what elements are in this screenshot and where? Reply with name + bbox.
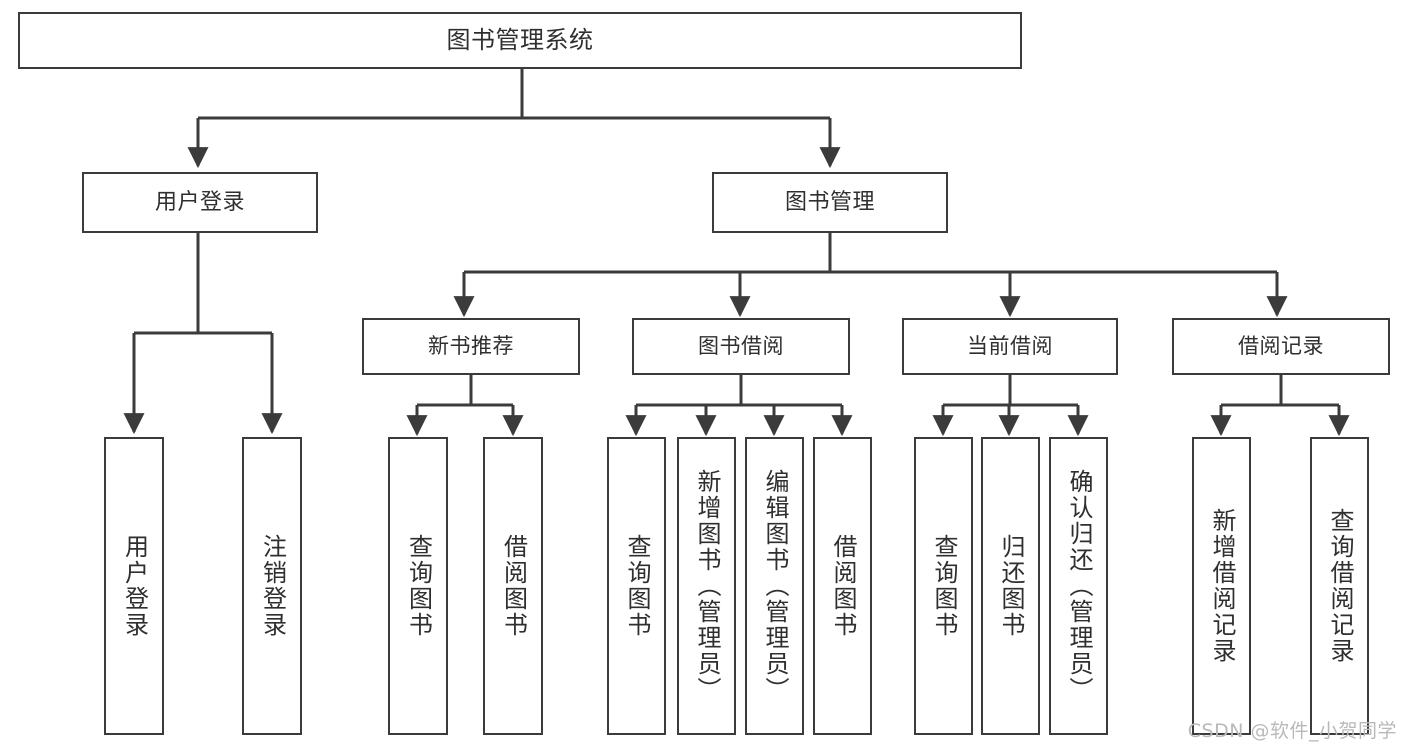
node-leaf-borrow-book-1[interactable]: 借阅图书 xyxy=(483,437,543,735)
node-label: 查询图书 xyxy=(404,534,433,638)
node-leaf-logout-login[interactable]: 注销登录 xyxy=(242,437,302,735)
node-label: 新增图书（管理员） xyxy=(692,469,721,703)
node-label: 查询借阅记录 xyxy=(1325,508,1354,664)
node-leaf-edit-book-admin[interactable]: 编辑图书（管理员） xyxy=(745,437,804,735)
node-leaf-query-borrow-record[interactable]: 查询借阅记录 xyxy=(1310,437,1369,735)
node-label: 图书管理 xyxy=(784,189,875,215)
node-borrow-record[interactable]: 借阅记录 xyxy=(1172,318,1390,375)
node-label: 图书借阅 xyxy=(698,334,784,359)
node-label: 编辑图书（管理员） xyxy=(760,469,789,703)
node-leaf-add-book-admin[interactable]: 新增图书（管理员） xyxy=(677,437,736,735)
node-leaf-add-borrow-record[interactable]: 新增借阅记录 xyxy=(1192,437,1251,735)
node-label: 用户登录 xyxy=(154,189,245,215)
node-leaf-query-book-1[interactable]: 查询图书 xyxy=(388,437,448,735)
node-label: 确认归还（管理员） xyxy=(1064,469,1093,703)
node-new-book-recommend[interactable]: 新书推荐 xyxy=(362,318,580,375)
node-leaf-confirm-return-admin[interactable]: 确认归还（管理员） xyxy=(1049,437,1108,735)
node-leaf-user-login[interactable]: 用户登录 xyxy=(104,437,164,735)
node-label: 新增借阅记录 xyxy=(1207,508,1236,664)
node-label: 当前借阅 xyxy=(967,334,1053,359)
node-root-system[interactable]: 图书管理系统 xyxy=(18,12,1022,69)
node-leaf-query-book-2[interactable]: 查询图书 xyxy=(607,437,666,735)
csdn-watermark: CSDN @软件_小贺同学 xyxy=(1187,720,1397,742)
node-label: 借阅图书 xyxy=(828,534,857,638)
node-label: 借阅图书 xyxy=(499,534,528,638)
node-book-borrow[interactable]: 图书借阅 xyxy=(632,318,850,375)
node-label: 查询图书 xyxy=(929,534,958,638)
node-leaf-query-book-3[interactable]: 查询图书 xyxy=(914,437,973,735)
node-label: 用户登录 xyxy=(120,534,149,638)
node-label: 查询图书 xyxy=(622,534,651,638)
node-leaf-return-book[interactable]: 归还图书 xyxy=(981,437,1040,735)
node-label: 图书管理系统 xyxy=(446,25,594,54)
node-label: 新书推荐 xyxy=(428,334,514,359)
node-label: 注销登录 xyxy=(258,534,287,638)
node-label: 借阅记录 xyxy=(1238,334,1324,359)
node-label: 归还图书 xyxy=(996,534,1025,638)
node-leaf-borrow-book-2[interactable]: 借阅图书 xyxy=(813,437,872,735)
node-book-management[interactable]: 图书管理 xyxy=(712,172,948,233)
node-current-borrow[interactable]: 当前借阅 xyxy=(902,318,1118,375)
node-user-login[interactable]: 用户登录 xyxy=(82,172,318,233)
